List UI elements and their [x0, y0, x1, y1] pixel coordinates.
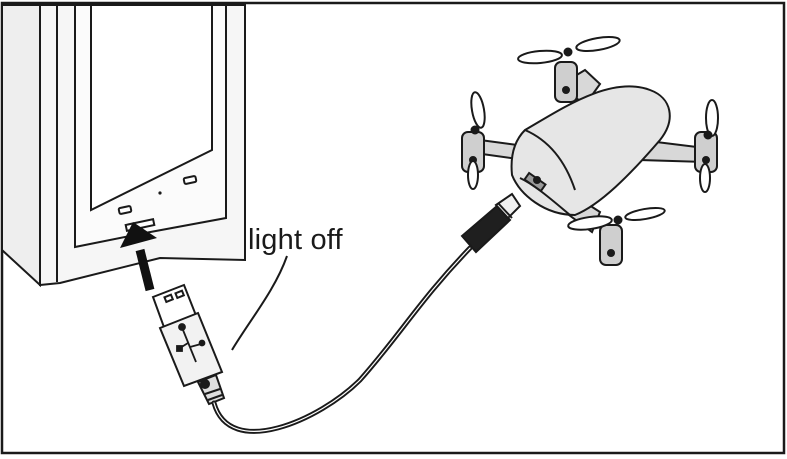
propeller-back-right-b: [575, 35, 621, 53]
propeller-front-left-b: [624, 206, 666, 222]
device-side: [1, 4, 41, 288]
device-screen: [90, 4, 213, 212]
motor-front-left: [599, 224, 623, 266]
usb-plug: [151, 283, 226, 406]
propeller-back-right-a: [517, 49, 563, 65]
dc-connector: [460, 192, 522, 254]
usb-symbol-icon: [176, 323, 206, 363]
device-button: [182, 175, 198, 185]
drone-camera: [533, 176, 541, 184]
drone-body: [510, 85, 671, 217]
propeller-front-left-a: [567, 215, 613, 231]
insert-arrow: [120, 222, 157, 292]
propeller-front-right-b: [699, 163, 711, 193]
drone: [461, 35, 719, 266]
indicator-light: [117, 205, 133, 215]
caption-leader-line: [231, 255, 288, 351]
motor-back-right: [554, 61, 578, 103]
device-dot: [158, 191, 162, 195]
computer-device: [1, 4, 246, 288]
light-off-label: light off: [248, 224, 343, 256]
propeller-back-left-a: [470, 91, 486, 129]
propeller-back-left-b: [467, 160, 479, 190]
